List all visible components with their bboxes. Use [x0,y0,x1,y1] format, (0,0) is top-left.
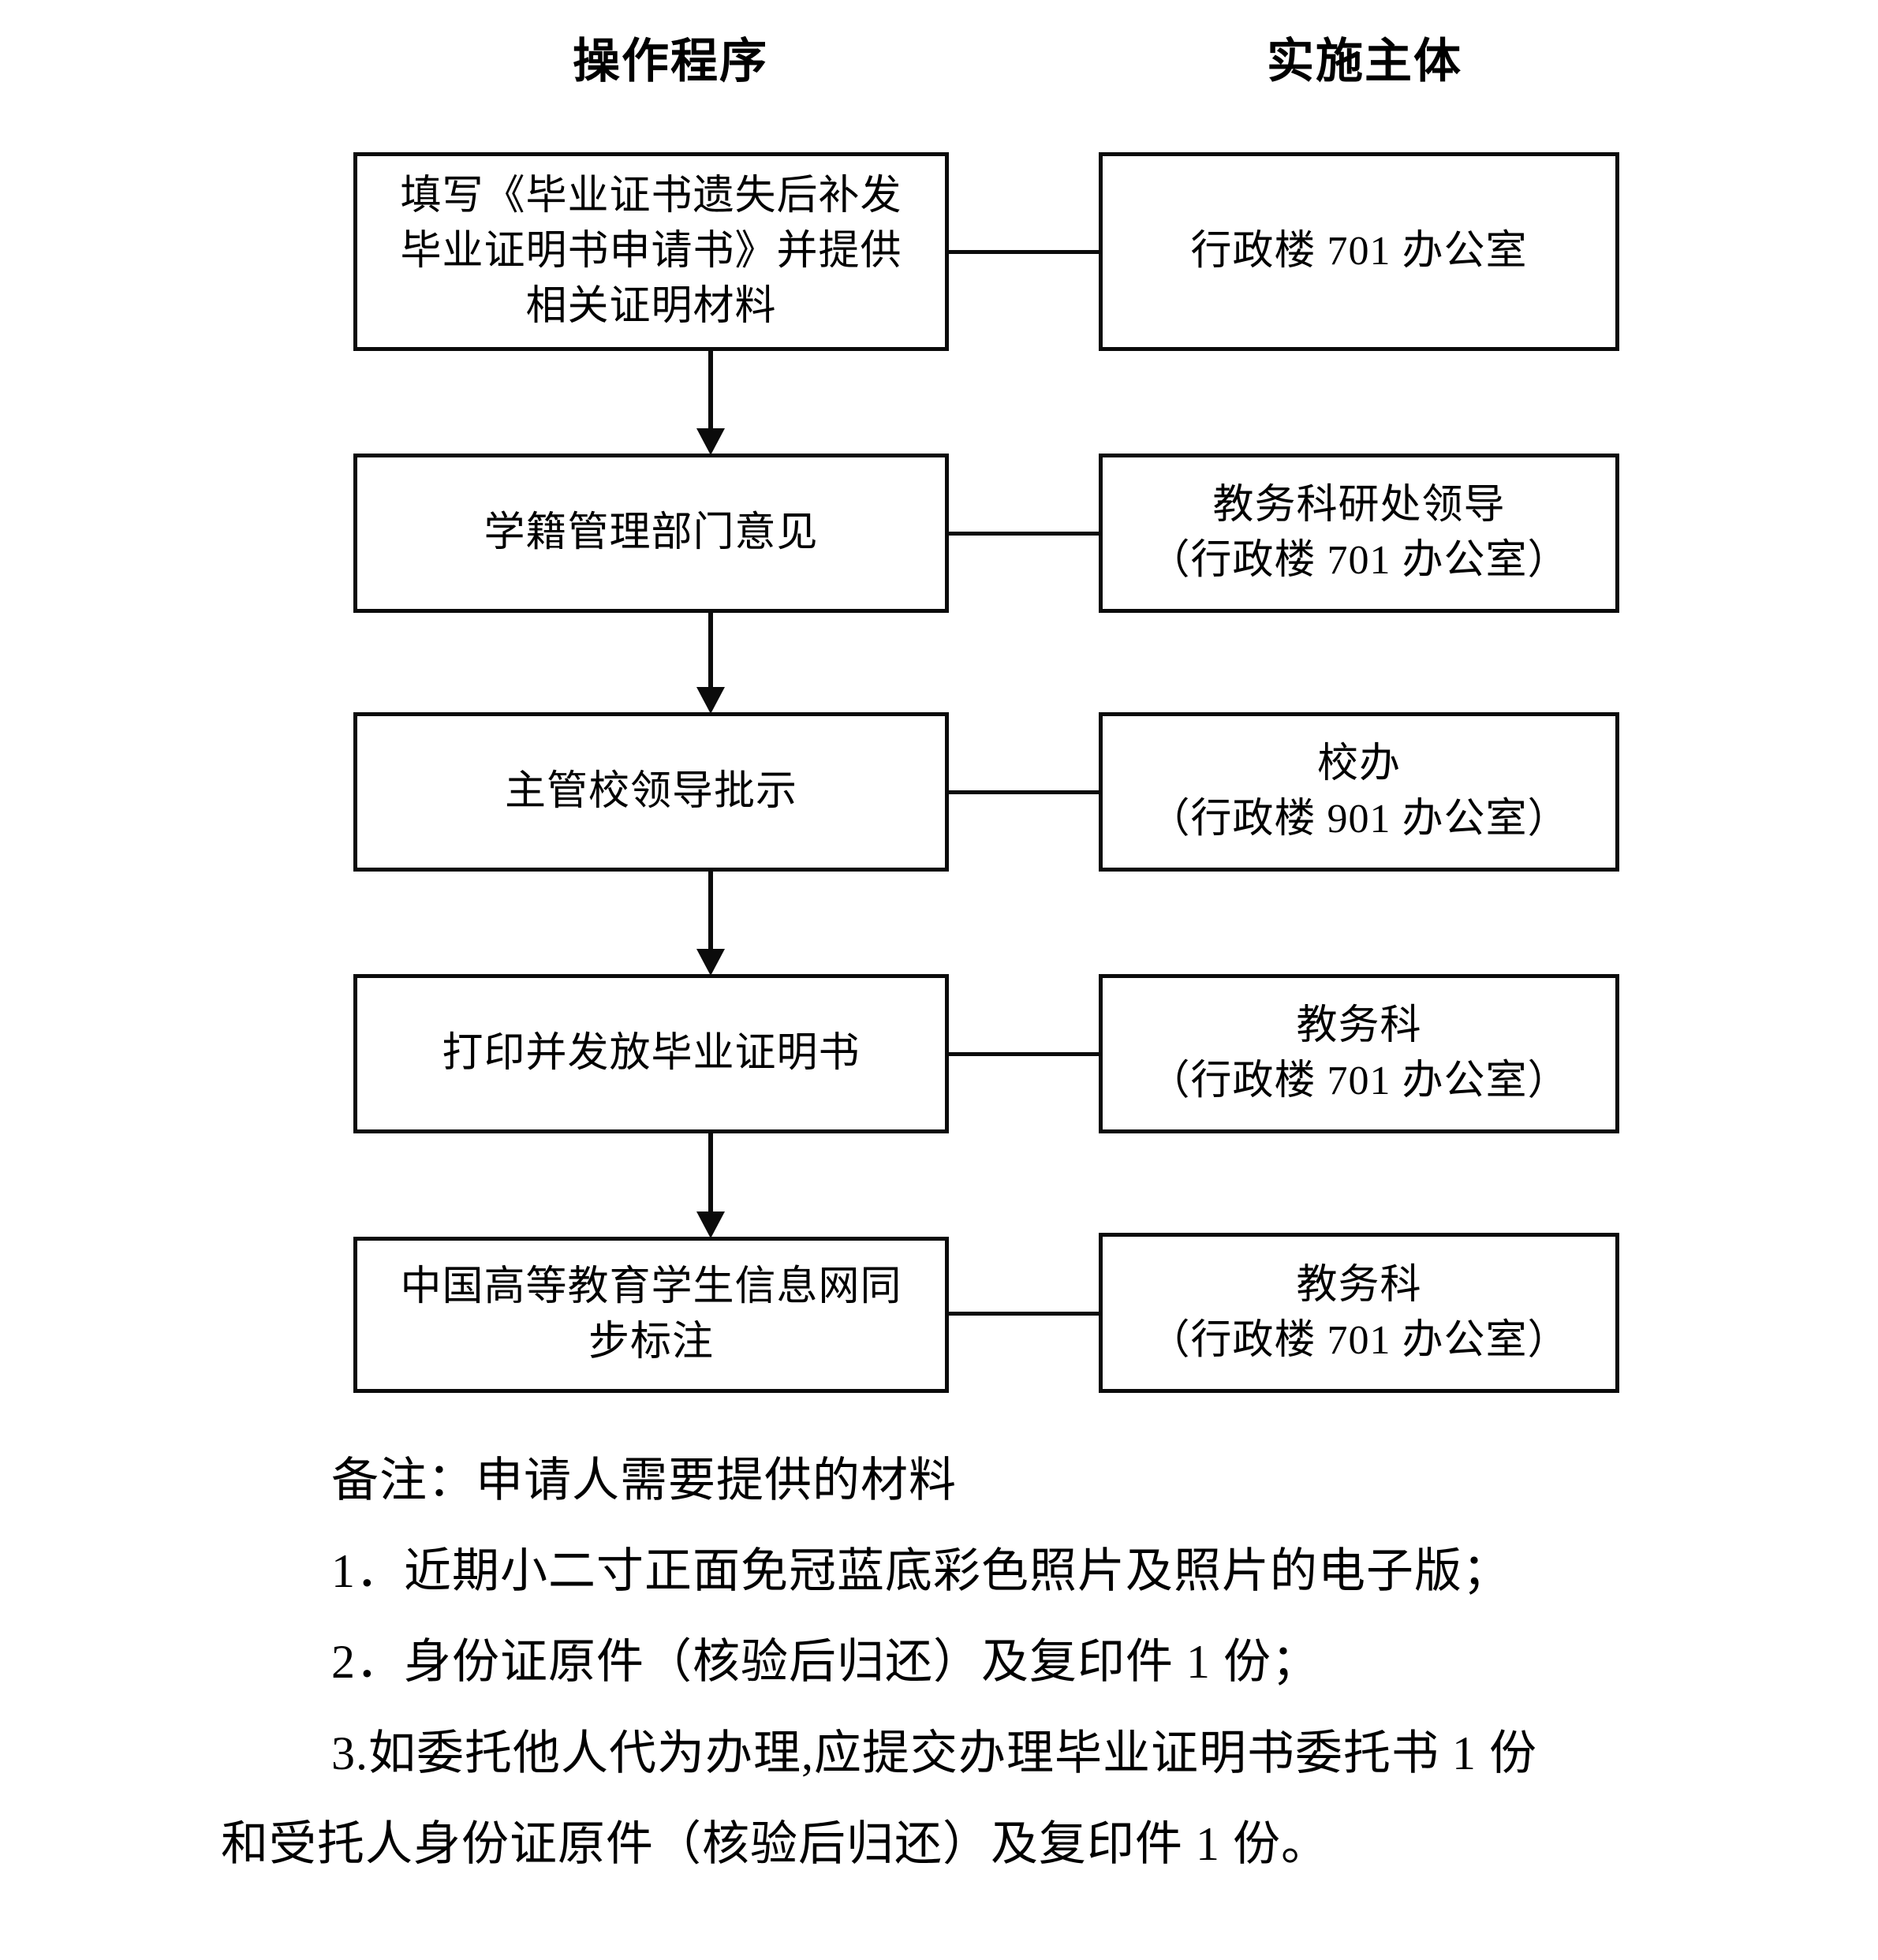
arrow-down-icon-1 [696,351,725,455]
column-heading-procedure: 操作程序 [573,34,768,89]
connector-line-step-1 [946,250,1101,254]
procedure-text-step-4: 打印并发放毕业证明书 [442,1031,861,1077]
note-item-2: 2．身份证原件（核验后归还）及复印件 1 份； [331,1636,1320,1689]
procedure-text-step-3: 主管校领导批示 [504,769,797,815]
arrow-down-icon-2 [696,613,725,714]
owner-text-step-5: 教务科 （行政楼 701 办公室） [1148,1262,1570,1363]
arrow-head [696,949,725,976]
notes-section: 备注：申请人需要提供的材料 1．近期小二寸正面免冠蓝底彩色照片及照片的电子版； … [221,1435,1688,1890]
arrow-shaft [708,1133,713,1213]
owner-text-step-2: 教务科研处领导 （行政楼 701 办公室） [1148,483,1570,583]
connector-line-step-5 [946,1312,1101,1316]
procedure-box-step-4: 打印并发放毕业证明书 [353,974,949,1133]
procedure-text-step-1: 填写《毕业证书遗失后补发 毕业证明书申请书》并提供 相关证明材料 [400,174,902,329]
owner-text-step-1: 行政楼 701 办公室 [1190,229,1528,274]
owner-text-step-3: 校办 （行政楼 901 办公室） [1148,741,1570,842]
arrow-down-icon-4 [696,1133,725,1238]
procedure-box-step-1: 填写《毕业证书遗失后补发 毕业证明书申请书》并提供 相关证明材料 [353,152,949,351]
notes-title: 备注：申请人需要提供的材料 [331,1454,957,1506]
connector-line-step-3 [946,790,1101,794]
arrow-head [696,428,725,455]
note-item-3-continued: 和受托人身份证原件（核验后归还）及复印件 1 份。 [221,1817,1329,1870]
owner-box-step-1: 行政楼 701 办公室 [1099,152,1619,351]
procedure-box-step-5: 中国高等教育学生信息网同 步标注 [353,1237,949,1393]
procedure-text-step-2: 学籍管理部门意见 [484,510,819,556]
arrow-shaft [708,351,713,430]
owner-box-step-3: 校办 （行政楼 901 办公室） [1099,712,1619,872]
owner-text-step-4: 教务科 （行政楼 701 办公室） [1148,1003,1570,1103]
note-item-1: 1．近期小二寸正面免冠蓝底彩色照片及照片的电子版； [331,1545,1510,1598]
arrow-head [696,687,725,714]
procedure-text-step-5: 中国高等教育学生信息网同 步标注 [400,1264,902,1365]
arrow-shaft [708,872,713,950]
owner-box-step-2: 教务科研处领导 （行政楼 701 办公室） [1099,454,1619,613]
connector-line-step-4 [946,1052,1101,1056]
owner-box-step-5: 教务科 （行政楼 701 办公室） [1099,1233,1619,1393]
owner-box-step-4: 教务科 （行政楼 701 办公室） [1099,974,1619,1133]
note-item-3: 3.如委托他人代为办理,应提交办理毕业证明书委托书 1 份 [331,1727,1537,1779]
column-heading-owner: 实施主体 [1267,34,1462,89]
arrow-head [696,1211,725,1238]
procedure-box-step-3: 主管校领导批示 [353,712,949,872]
arrow-shaft [708,613,713,689]
connector-line-step-2 [946,532,1101,536]
procedure-box-step-2: 学籍管理部门意见 [353,454,949,613]
arrow-down-icon-3 [696,872,725,976]
